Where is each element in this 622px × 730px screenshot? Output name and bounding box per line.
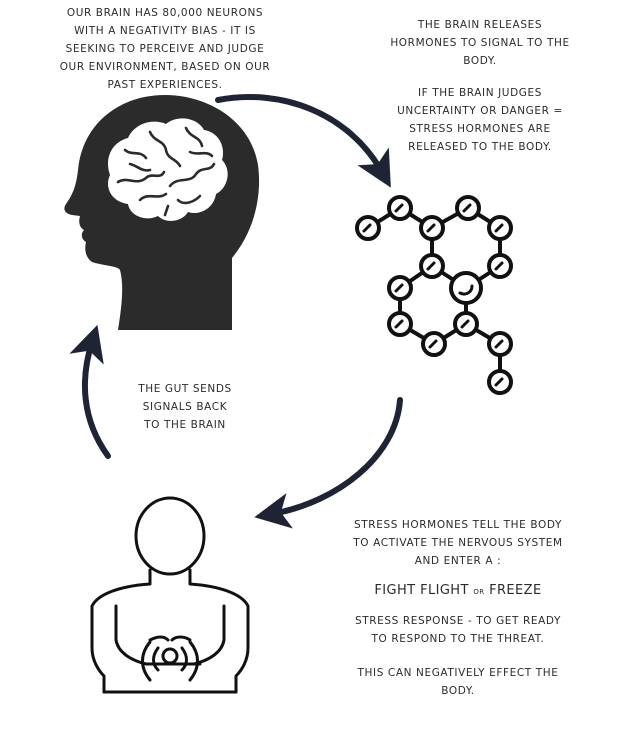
stress-description: STRESS HORMONES TELL THE BODY TO ACTIVAT… <box>308 516 608 700</box>
hormone-molecule-icon <box>355 195 513 395</box>
brain-shape <box>108 118 228 221</box>
stress-text-line: TO ACTIVATE THE NERVOUS SYSTEM <box>353 537 563 549</box>
stress-text-line: STRESS HORMONES TELL THE BODY <box>354 519 562 531</box>
brain-text-line: OUR BRAIN HAS 80,000 NEURONS <box>66 7 264 19</box>
gut-description: THE GUT SENDS SIGNALS BACK TO THE BRAIN <box>115 380 255 434</box>
brain-text-line: OUR ENVIRONMENT, BASED ON OUR <box>59 61 271 73</box>
person-holding-stomach-icon <box>90 496 250 694</box>
gut-text-line: THE GUT SENDS <box>138 383 232 395</box>
brain-text-line: WITH A NEGATIVITY BIAS - IT IS <box>74 25 256 37</box>
hormone-text-line: HORMONES TO SIGNAL TO THE <box>390 37 570 49</box>
gut-text-line: TO THE BRAIN <box>144 419 226 431</box>
stress-text-line: TO RESPOND TO THE THREAT. <box>371 633 545 645</box>
gut-text-line: SIGNALS BACK <box>142 401 228 413</box>
person-head <box>134 496 206 576</box>
hormone-text-line: BODY. <box>463 55 497 67</box>
hormone-text-line: UNCERTAINTY OR DANGER = <box>397 105 563 117</box>
arrow-brain-to-hormones <box>215 94 391 188</box>
stress-text-line: STRESS RESPONSE - TO GET READY <box>354 615 562 627</box>
molecule-node-large <box>449 271 483 305</box>
hormone-text-line: RELEASED TO THE BODY. <box>408 141 552 153</box>
stress-text-line: THIS CAN NEGATIVELY EFFECT THE <box>357 667 559 679</box>
or-label: or <box>473 585 485 597</box>
brain-folds <box>116 126 216 217</box>
flight-label: FLIGHT <box>420 583 469 598</box>
hormone-text-line: STRESS HORMONES ARE <box>409 123 551 135</box>
fight-label: FIGHT <box>374 583 416 598</box>
hormone-text-line: THE BRAIN RELEASES <box>417 19 543 31</box>
freeze-label: FREEZE <box>489 583 542 598</box>
stress-text-line: AND ENTER A : <box>414 555 502 567</box>
brain-description: OUR BRAIN HAS 80,000 NEURONS WITH A NEGA… <box>20 4 310 94</box>
brain-text-line: SEEKING TO PERCEIVE AND JUDGE <box>65 43 265 55</box>
stress-text-line: BODY. <box>441 685 475 697</box>
stomach-icon <box>161 647 179 665</box>
fight-flight-freeze: FIGHT FLIGHT or FREEZE <box>308 582 608 600</box>
brain-text-line: PAST EXPERIENCES. <box>107 79 223 91</box>
hormone-text-line: IF THE BRAIN JUDGES <box>417 87 542 99</box>
arrow-hormones-to-body <box>254 397 403 529</box>
hormone-description: THE BRAIN RELEASES HORMONES TO SIGNAL TO… <box>360 16 600 156</box>
arrow-body-to-brain <box>69 324 111 459</box>
head-with-brain-icon <box>64 95 260 330</box>
